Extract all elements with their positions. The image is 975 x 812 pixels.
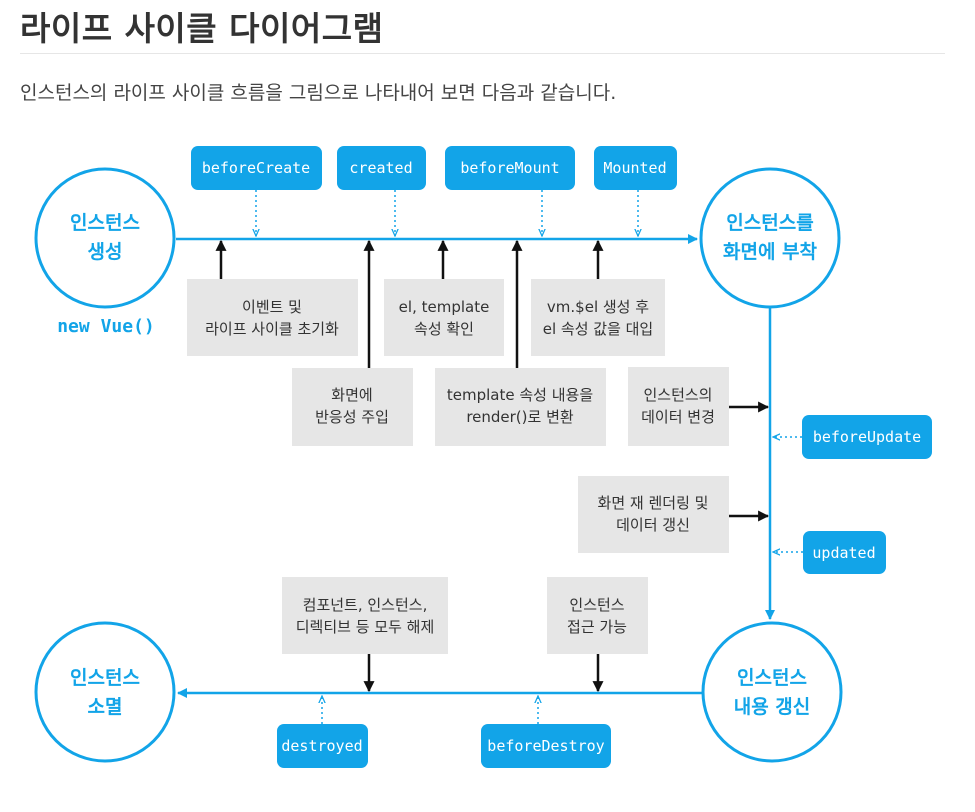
step-data-change-line1: 인스턴스의 bbox=[643, 386, 712, 404]
hook-updated: updated bbox=[803, 531, 886, 574]
step-accessible: 인스턴스 접근 가능 bbox=[547, 577, 648, 654]
circle-create-line1: 인스턴스 bbox=[70, 212, 140, 234]
hook-destroyed: destroyed bbox=[277, 724, 368, 768]
circle-destroy-line2: 소멸 bbox=[88, 696, 123, 718]
hook-before-mount: beforeMount bbox=[445, 146, 575, 190]
circle-create-line2: 생성 bbox=[88, 241, 123, 263]
step-reactivity-line1: 화면에 bbox=[331, 386, 372, 404]
step-accessible-line2: 접근 가능 bbox=[567, 618, 627, 636]
step-el-template-line1: el, template bbox=[399, 298, 490, 316]
hook-created: created bbox=[337, 146, 426, 190]
step-events-line2: 라이프 사이클 초기화 bbox=[205, 320, 339, 338]
title-divider bbox=[20, 53, 945, 54]
step-rerender-line2: 데이터 갱신 bbox=[616, 516, 690, 534]
circle-update-line2: 내용 갱신 bbox=[734, 696, 811, 718]
step-rerender: 화면 재 렌더링 및 데이터 갱신 bbox=[578, 476, 729, 553]
hook-before-destroy: beforeDestroy bbox=[481, 724, 611, 768]
circle-instance-update: 인스턴스 내용 갱신 bbox=[701, 621, 843, 763]
hook-before-mount-label: beforeMount bbox=[460, 159, 559, 177]
intro-text: 인스턴스의 라이프 사이클 흐름을 그림으로 나타내어 보면 다음과 같습니다. bbox=[20, 82, 617, 104]
step-teardown-line1: 컴포넌트, 인스턴스, bbox=[303, 596, 428, 614]
step-data-change: 인스턴스의 데이터 변경 bbox=[628, 367, 729, 446]
new-vue-label: new Vue() bbox=[57, 316, 155, 337]
hook-updated-label: updated bbox=[812, 544, 875, 562]
step-render-line1: template 속성 내용을 bbox=[447, 386, 593, 404]
circle-instance-create: 인스턴스 생성 bbox=[34, 167, 176, 309]
hook-before-update-label: beforeUpdate bbox=[813, 428, 921, 446]
step-el-template: el, template 속성 확인 bbox=[384, 279, 504, 356]
step-events-line1: 이벤트 및 bbox=[242, 298, 302, 316]
circle-mount-line1: 인스턴스를 bbox=[726, 212, 813, 234]
hook-before-create-label: beforeCreate bbox=[202, 159, 310, 177]
step-vm-el: vm.$el 생성 후 el 속성 값을 대입 bbox=[531, 279, 665, 356]
hook-before-create: beforeCreate bbox=[191, 146, 322, 190]
step-render: template 속성 내용을 render()로 변환 bbox=[435, 368, 606, 446]
circle-instance-destroy: 인스턴스 소멸 bbox=[34, 621, 176, 763]
step-reactivity: 화면에 반응성 주입 bbox=[292, 368, 413, 446]
circle-mount-line2: 화면에 부착 bbox=[723, 241, 818, 263]
hook-destroyed-label: destroyed bbox=[281, 737, 362, 755]
step-accessible-line1: 인스턴스 bbox=[569, 596, 624, 614]
hook-before-update: beforeUpdate bbox=[802, 415, 932, 459]
hook-mounted-label: Mounted bbox=[603, 159, 666, 177]
hook-mounted: Mounted bbox=[594, 146, 677, 190]
step-rerender-line1: 화면 재 렌더링 및 bbox=[598, 494, 709, 512]
step-el-template-line2: 속성 확인 bbox=[414, 320, 474, 338]
circle-update-line1: 인스턴스 bbox=[737, 667, 807, 689]
circle-destroy-line1: 인스턴스 bbox=[70, 667, 140, 689]
page-title: 라이프 사이클 다이어그램 bbox=[20, 9, 384, 48]
hook-created-label: created bbox=[349, 159, 412, 177]
step-teardown: 컴포넌트, 인스턴스, 디렉티브 등 모두 해제 bbox=[282, 577, 448, 654]
step-vm-el-line2: el 속성 값을 대입 bbox=[543, 320, 654, 338]
step-data-change-line2: 데이터 변경 bbox=[641, 408, 715, 426]
step-vm-el-line1: vm.$el 생성 후 bbox=[547, 298, 649, 316]
hook-before-destroy-label: beforeDestroy bbox=[487, 737, 604, 755]
step-reactivity-line2: 반응성 주입 bbox=[315, 408, 389, 426]
step-events-init: 이벤트 및 라이프 사이클 초기화 bbox=[187, 279, 358, 356]
step-teardown-line2: 디렉티브 등 모두 해제 bbox=[296, 618, 435, 636]
step-render-line2: render()로 변환 bbox=[466, 408, 574, 426]
circle-instance-mount: 인스턴스를 화면에 부착 bbox=[699, 167, 841, 309]
